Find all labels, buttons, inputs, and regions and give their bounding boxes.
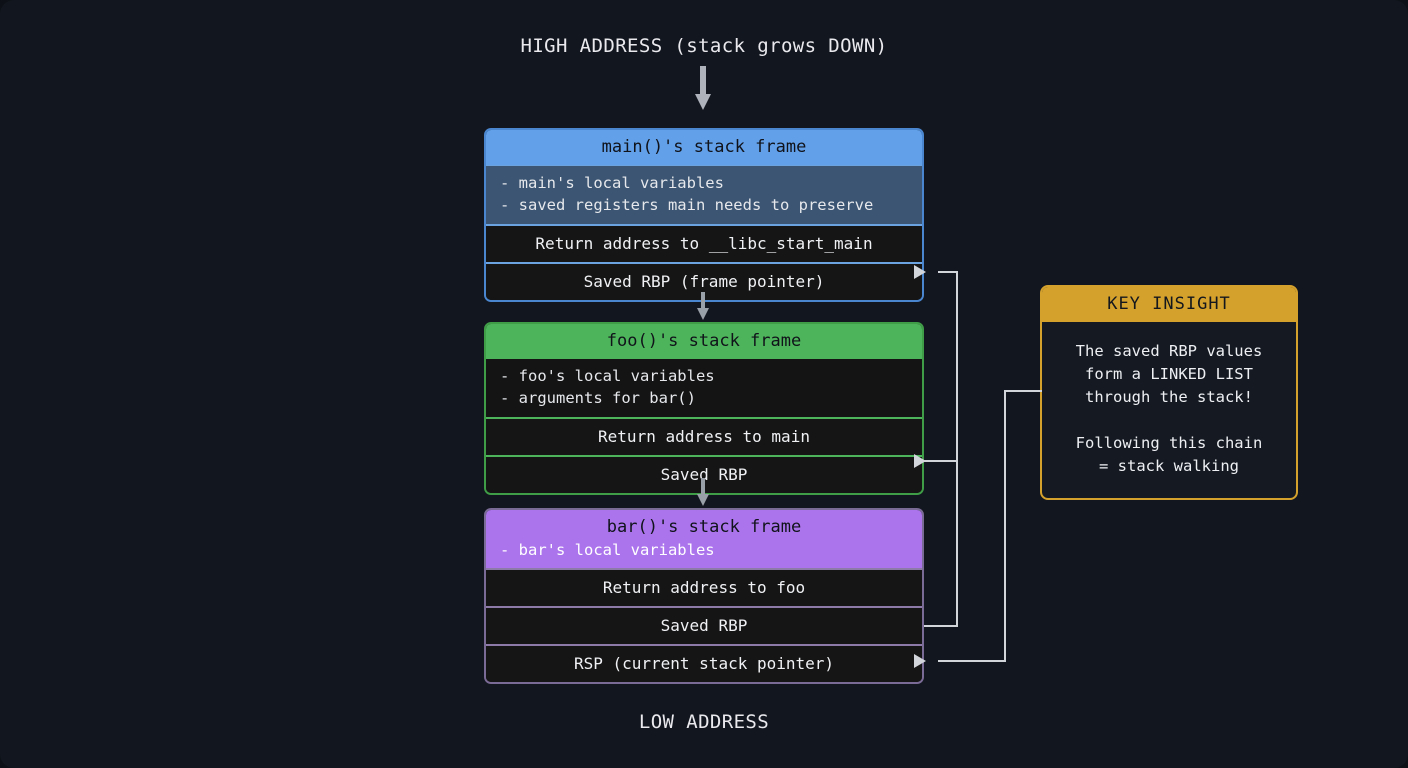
key-insight-body: The saved RBP values form a LINKED LIST … xyxy=(1075,342,1263,475)
stack-frame-bar-row-saved-rbp[interactable]: Saved RBP xyxy=(486,606,922,644)
connector-insight-arrow-head-icon xyxy=(914,654,926,668)
arrow-head xyxy=(697,494,709,506)
frame-link-arrow-main-to-foo-icon xyxy=(697,292,709,320)
stack-frame-foo-contents: - foo's local variables - arguments for … xyxy=(486,359,922,419)
connector-bar-rbp-horizontal-out xyxy=(924,625,958,627)
key-insight-callout[interactable]: KEY INSIGHT The saved RBP values form a … xyxy=(1040,285,1298,500)
connector-foo-rbp-vertical xyxy=(956,271,958,462)
stack-growth-arrow-icon xyxy=(695,66,711,110)
connector-insight-vertical xyxy=(1004,390,1006,662)
stack-frame-foo-row-return-address[interactable]: Return address to main xyxy=(486,419,922,455)
arrow-shaft xyxy=(700,66,706,96)
stack-frame-main-contents: - main's local variables - saved registe… xyxy=(486,165,922,226)
connector-bar-rbp-arrow-head-icon xyxy=(914,454,926,468)
stack-frame-foo-title: foo()'s stack frame xyxy=(486,324,922,359)
key-insight-title: KEY INSIGHT xyxy=(1042,287,1296,322)
stack-frame-main-title: main()'s stack frame xyxy=(486,130,922,165)
arrow-head xyxy=(697,308,709,320)
stack-frame-bar-row-return-address[interactable]: Return address to foo xyxy=(486,570,922,606)
stack-frame-bar-contents: - bar's local variables xyxy=(486,539,922,570)
low-address-label: LOW ADDRESS xyxy=(638,711,770,733)
connector-foo-rbp-arrow-head-icon xyxy=(914,265,926,279)
connector-foo-rbp-horizontal-in xyxy=(938,271,958,273)
high-address-label: HIGH ADDRESS (stack grows DOWN) xyxy=(520,35,888,57)
stack-frame-foo[interactable]: foo()'s stack frame - foo's local variab… xyxy=(484,322,924,495)
stack-frame-bar-title: bar()'s stack frame xyxy=(486,510,922,539)
arrow-head xyxy=(695,94,711,110)
connector-bar-rbp-horizontal-in xyxy=(938,460,958,462)
connector-insight-horizontal-in xyxy=(938,660,1006,662)
stack-frame-main-row-return-address[interactable]: Return address to __libc_start_main xyxy=(486,226,922,262)
connector-bar-rbp-vertical xyxy=(956,460,958,627)
frame-link-arrow-foo-to-bar-icon xyxy=(697,478,709,506)
arrow-shaft xyxy=(701,292,705,310)
connector-insight-horizontal-out xyxy=(1004,390,1042,392)
arrow-shaft xyxy=(701,478,705,496)
stack-frame-bar[interactable]: bar()'s stack frame - bar's local variab… xyxy=(484,508,924,684)
stack-frame-bar-row-rsp[interactable]: RSP (current stack pointer) xyxy=(486,644,922,682)
stack-frame-main[interactable]: main()'s stack frame - main's local vari… xyxy=(484,128,924,302)
